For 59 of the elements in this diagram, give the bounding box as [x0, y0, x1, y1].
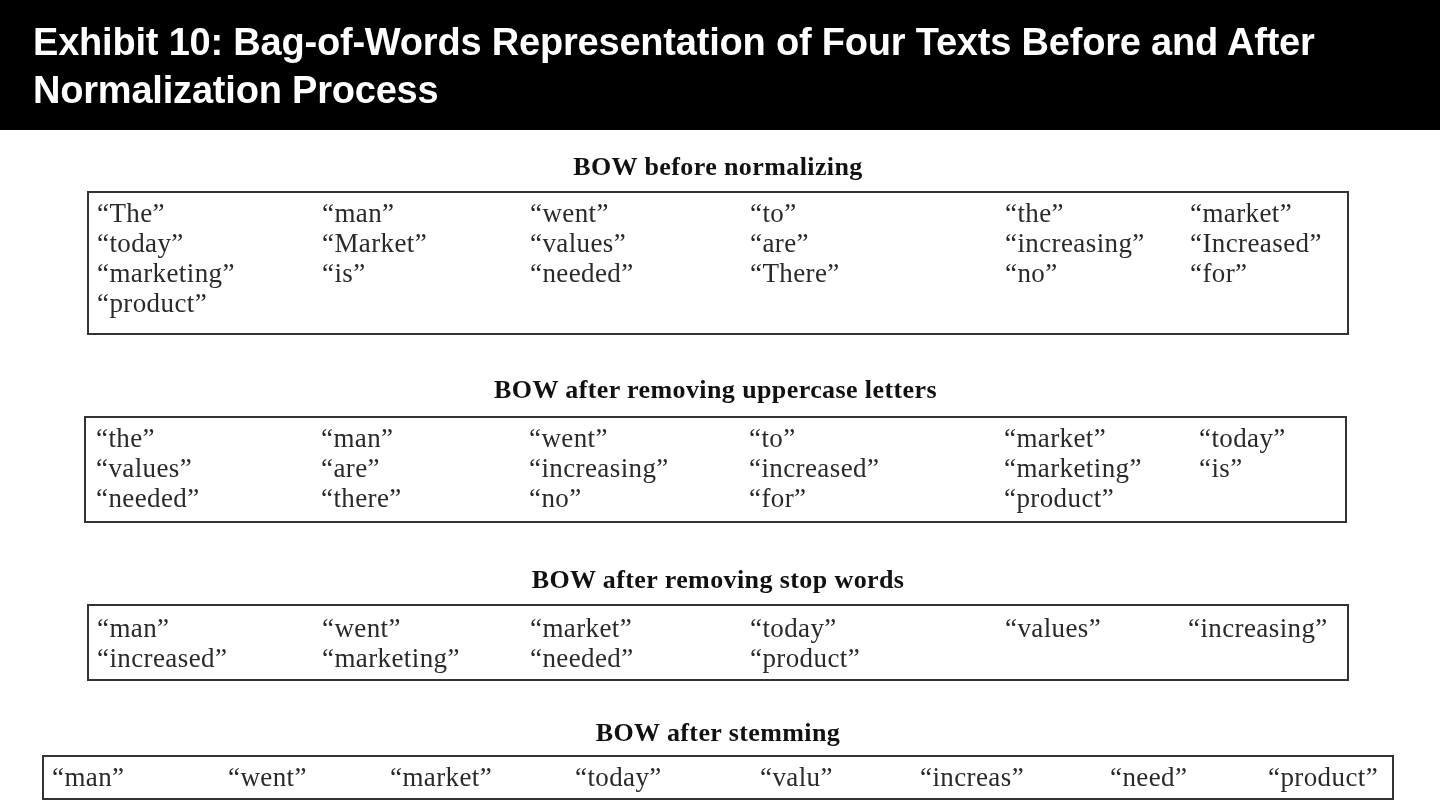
word-token: “are”	[321, 453, 380, 483]
word-token: “is”	[1199, 453, 1243, 483]
section-heading: BOW after stemming	[595, 719, 841, 747]
word-token: “no”	[1005, 258, 1058, 288]
word-token: “man”	[97, 613, 170, 643]
word-token: “increasing”	[1005, 228, 1145, 258]
word-token: “man”	[322, 198, 395, 228]
section-heading: BOW after removing stop words	[531, 566, 905, 594]
word-token: “marketing”	[97, 258, 235, 288]
word-token: “product”	[1004, 483, 1115, 513]
word-token: “to”	[750, 198, 797, 228]
word-token: “values”	[96, 453, 193, 483]
word-token: “marketing”	[322, 643, 460, 673]
word-token: “increased”	[97, 643, 228, 673]
word-token: “man”	[321, 423, 394, 453]
word-token: “the”	[96, 423, 155, 453]
word-token: “The”	[97, 198, 165, 228]
word-token: “needed”	[530, 258, 634, 288]
word-token: “values”	[530, 228, 627, 258]
word-token: “product”	[750, 643, 861, 673]
word-token: “for”	[749, 483, 807, 513]
title-text: Exhibit 10: Bag-of-Words Representation of Four Texts Before and After Normalization Process	[33, 20, 1316, 113]
word-token: “went”	[530, 198, 609, 228]
word-token: “market”	[1190, 198, 1293, 228]
word-token: “today”	[97, 228, 184, 258]
word-token: “went”	[529, 423, 608, 453]
word-token: “went”	[228, 762, 307, 792]
word-token: “market”	[1004, 423, 1107, 453]
word-token: “to”	[749, 423, 796, 453]
word-token: “for”	[1190, 258, 1248, 288]
word-token: “today”	[1199, 423, 1286, 453]
word-token: “market”	[530, 613, 633, 643]
word-token: “is”	[322, 258, 366, 288]
word-token: “no”	[529, 483, 582, 513]
word-token: “needed”	[530, 643, 634, 673]
word-token: “Increased”	[1190, 228, 1322, 258]
word-token: “need”	[1110, 762, 1188, 792]
word-token: “today”	[750, 613, 837, 643]
word-token: “are”	[750, 228, 809, 258]
word-token: “increasing”	[529, 453, 669, 483]
word-token: “There”	[750, 258, 840, 288]
word-token: “marketing”	[1004, 453, 1142, 483]
word-token: “went”	[322, 613, 401, 643]
word-token: “product”	[97, 288, 208, 318]
word-token: “Market”	[322, 228, 428, 258]
word-token: “the”	[1005, 198, 1064, 228]
word-token: “increasing”	[1188, 613, 1328, 643]
word-token: “increased”	[749, 453, 880, 483]
word-token: “man”	[52, 762, 125, 792]
word-token: “valu”	[760, 762, 833, 792]
word-token: “there”	[321, 483, 402, 513]
word-token: “today”	[575, 762, 662, 792]
word-token: “values”	[1005, 613, 1102, 643]
word-token: “product”	[1268, 762, 1379, 792]
word-token: “needed”	[96, 483, 200, 513]
word-token: “increas”	[920, 762, 1025, 792]
section-heading: BOW after removing uppercase letters	[494, 376, 937, 404]
word-token: “market”	[390, 762, 493, 792]
section-heading: BOW before normalizing	[573, 153, 863, 181]
